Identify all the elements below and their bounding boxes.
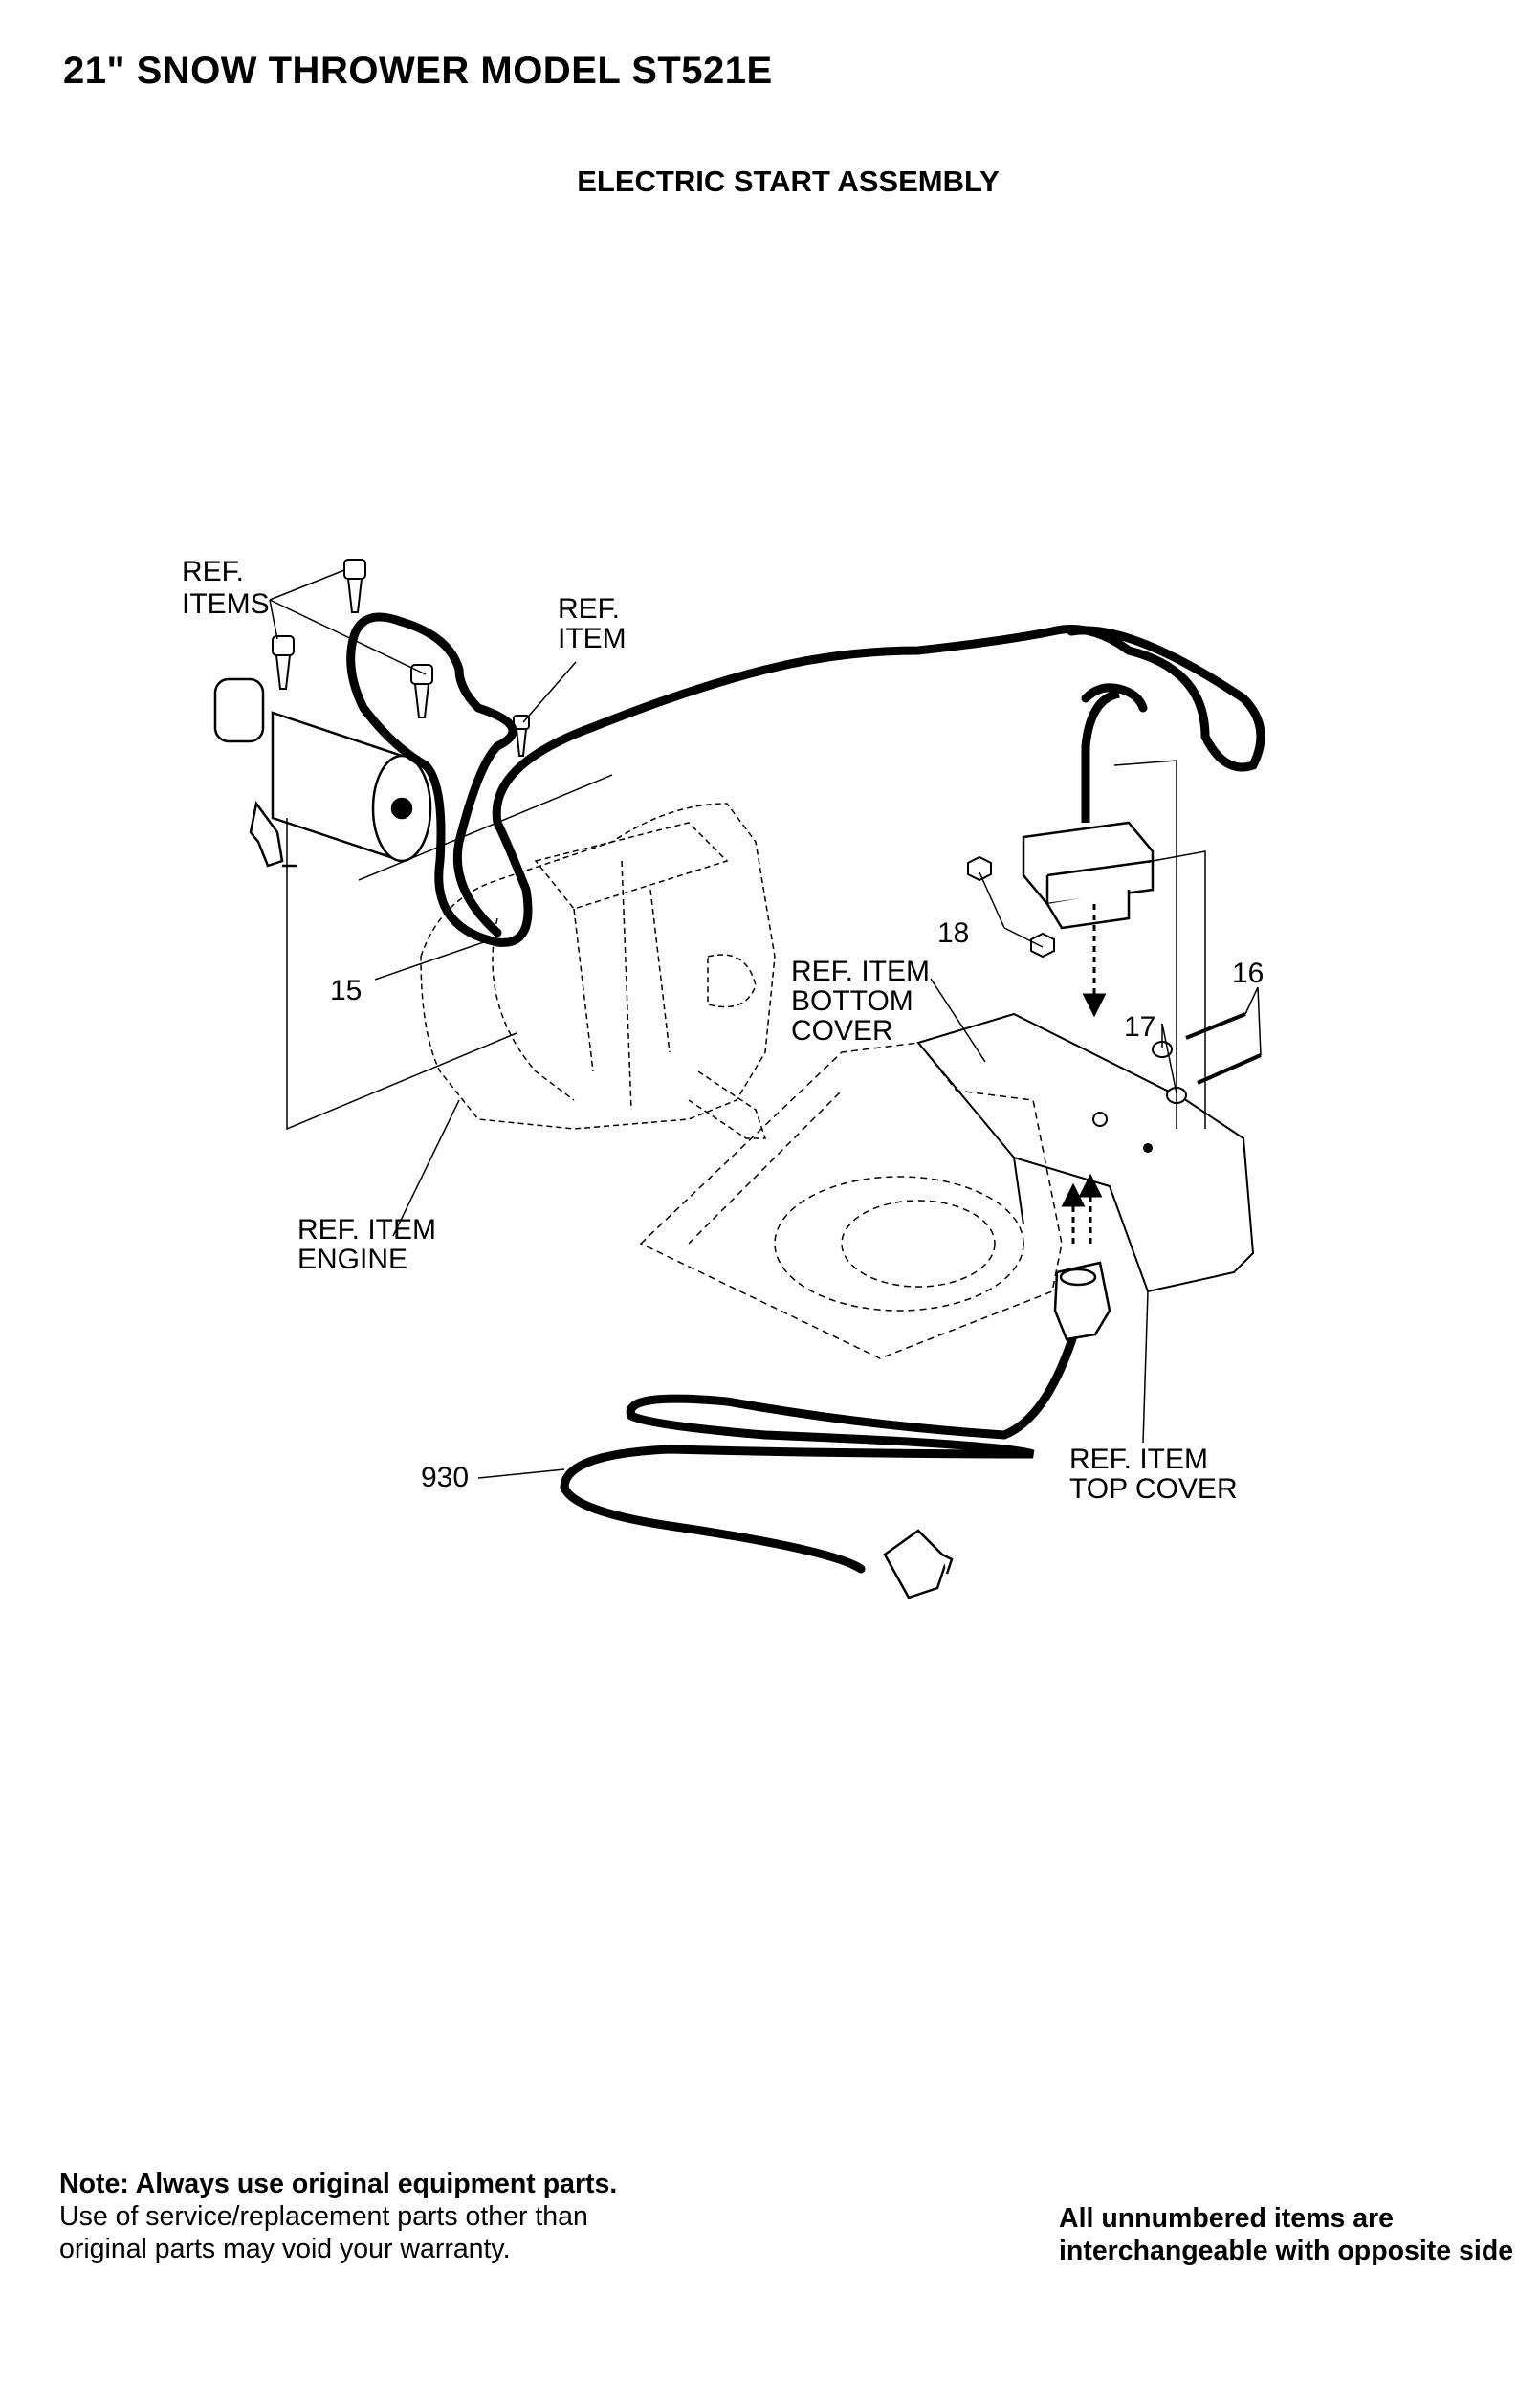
leader-lines xyxy=(269,569,1262,1479)
nut-icons xyxy=(967,855,1055,959)
switch-cable xyxy=(1081,689,1121,823)
cord-receptacle-illustration xyxy=(1053,1261,1111,1341)
plug-illustration xyxy=(883,1529,954,1599)
engine-illustration xyxy=(420,803,776,1139)
washer-icons xyxy=(1152,1041,1187,1104)
warranty-note: Note: Always use original equipment part… xyxy=(59,2168,633,2265)
top-cover-illustration xyxy=(916,1012,1255,1293)
label-bottom-cover: REF. ITEM xyxy=(791,956,930,987)
switch-box-illustration xyxy=(1022,821,1155,930)
label-bottom-cover-3: COVER xyxy=(791,1015,893,1047)
label-part-15: 15 xyxy=(330,975,362,1006)
label-part-16: 16 xyxy=(1232,958,1264,989)
label-ref-items: REF. xyxy=(182,556,244,587)
label-part-17: 17 xyxy=(1124,1011,1155,1043)
interchangeable-note: All unnumbered items are interchangeable… xyxy=(1059,2203,1514,2266)
assembly-arrows xyxy=(1061,904,1107,1244)
extension-cord xyxy=(560,1306,1086,1574)
bottom-cover-illustration xyxy=(639,1042,1063,1359)
page-title: 21" SNOW THROWER MODEL ST521E xyxy=(63,50,773,92)
label-engine-2: ENGINE xyxy=(297,1244,407,1275)
label-part-930: 930 xyxy=(421,1462,469,1493)
label-part-18: 18 xyxy=(937,917,969,949)
label-engine: REF. ITEM xyxy=(297,1214,436,1246)
screw-icons xyxy=(272,559,530,757)
warranty-note-bold: Note: Always use original equipment part… xyxy=(59,2169,618,2199)
label-bottom-cover-2: BOTTOM xyxy=(791,985,913,1017)
label-top-cover: REF. ITEM xyxy=(1069,1444,1208,1475)
section-title: ELECTRIC START ASSEMBLY xyxy=(577,165,1000,198)
starter-cable xyxy=(346,612,1265,947)
label-ref-item-screw: REF. xyxy=(558,593,620,625)
label-ref-item-screw-2: ITEM xyxy=(558,623,627,654)
label-top-cover-2: TOP COVER xyxy=(1069,1473,1238,1505)
label-ref-items-2: ITEMS xyxy=(182,588,270,620)
bolt-icons xyxy=(1185,1012,1262,1085)
warranty-note-text: Use of service/replacement parts other t… xyxy=(59,2201,588,2264)
starter-motor-illustration xyxy=(213,677,432,868)
